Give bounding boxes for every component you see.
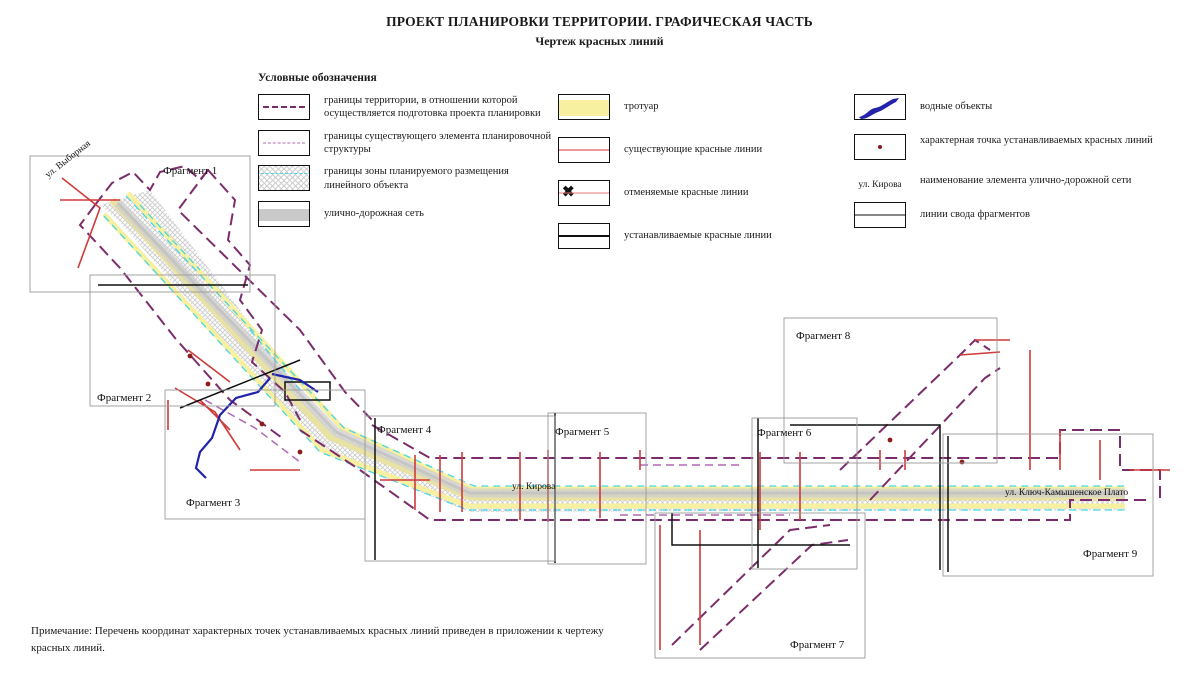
legend-heading: Условные обозначения: [258, 72, 377, 84]
fragment-box-7: [654, 512, 866, 659]
legend-item-cancelled-red-lines: ✖ отменяемые красные линии: [558, 180, 854, 206]
fragment-box-8: [783, 317, 998, 464]
fragment-box-6: [751, 417, 858, 570]
note-text: Примечание: Перечень координат характерн…: [31, 625, 604, 654]
legend-item-fragment-grid: линии свода фрагментов: [854, 202, 1184, 228]
existing-structure-boundary: [204, 399, 790, 516]
street-label-0: ул. Выборная: [43, 138, 93, 181]
legend-item-planning-boundary: границы территории, в отношении которой …: [258, 94, 558, 121]
legend-item-established-red-lines: устанавливаемые красные линии: [558, 223, 854, 249]
fragment-label-7: Фрагмент 7: [790, 639, 845, 651]
legend-item-water-objects: водные объекты: [854, 94, 1184, 120]
river-shape-icon: [859, 98, 899, 119]
fragment-box-2: [89, 274, 276, 407]
street-name-sample: ул. Кирова: [858, 180, 902, 190]
legend-label: улично-дорожная сеть: [324, 207, 424, 219]
fragment-box-5: [547, 412, 647, 565]
legend-column-1: границы территории, в отношении которой …: [258, 94, 558, 258]
existing-red-lines: [60, 177, 1170, 650]
legend-label: устанавливаемые красные линии: [624, 230, 772, 241]
legend-label: водные объекты: [920, 101, 993, 112]
fragment-box-4: [364, 415, 556, 562]
legend-item-existing-red-lines: существующие красные линии: [558, 137, 854, 163]
legend-item-characteristic-point: характерная точка устанавливаемых красны…: [854, 134, 1184, 160]
characteristic-point-swatch: [854, 134, 906, 160]
legend-label: характерная точка устанавливаемых красны…: [920, 135, 1153, 146]
legend-item-sidewalk: тротуар: [558, 94, 854, 120]
dashed-boundary-swatch: [258, 129, 310, 156]
road-network-swatch: [258, 200, 310, 227]
fragment-label-5: Фрагмент 5: [555, 426, 610, 438]
fragment-label-4: Фрагмент 4: [377, 424, 432, 436]
legend-label: отменяемые красные линии: [624, 187, 749, 198]
street-label-2: ул. Ключ-Камышенское Плато: [1005, 488, 1128, 498]
fragment-label-1: Фрагмент 1: [163, 165, 217, 177]
legend-column-2: тротуар существующие красные линии ✖ отм…: [558, 94, 854, 258]
street-label-1: ул. Кирова: [512, 482, 556, 492]
legend-label: границы зоны планируемого размещения лин…: [324, 166, 509, 191]
legend-item-road-network: улично-дорожная сеть: [258, 200, 558, 227]
established-red-line-swatch: [558, 223, 610, 249]
fragment-label-6: Фрагмент 6: [757, 427, 812, 439]
fragment-grid-swatch: [854, 202, 906, 228]
legend-label: существующие красные линии: [624, 144, 763, 155]
legend-column-3: водные объекты характерная точка устанав…: [854, 94, 1184, 258]
legend-item-linear-zone: границы зоны планируемого размещения лин…: [258, 165, 558, 192]
legend-label: наименование элемента улично-дорожной се…: [920, 175, 1132, 186]
cancelled-red-line-swatch: ✖: [558, 180, 610, 206]
hatched-zone-swatch: [258, 165, 310, 192]
legend-label: границы существующего элемента планирово…: [324, 130, 552, 155]
fragment-label-9: Фрагмент 9: [1083, 548, 1138, 560]
water-objects: [194, 372, 319, 479]
fragment-label-2: Фрагмент 2: [97, 392, 151, 404]
corridor-base: [100, 190, 1125, 512]
cross-mark-icon: ✖: [562, 184, 575, 201]
fragment-box-9: [942, 433, 1154, 577]
existing-red-line-swatch: [558, 137, 610, 163]
fragment-boxes: [29, 155, 1154, 659]
fragment-labels: Фрагмент 1 Фрагмент 2 Фрагмент 3 Фрагмент 4…: [97, 165, 1138, 651]
legend-label: границы территории, в отношении которой …: [324, 95, 541, 120]
dash-dot-boundary-swatch: [258, 94, 310, 120]
sidewalk-swatch: [558, 94, 610, 120]
legend-label: тротуар: [624, 101, 659, 112]
page-subtitle: Чертеж красных линий: [535, 34, 664, 48]
fragment-label-8: Фрагмент 8: [796, 330, 851, 342]
fragment-label-3: Фрагмент 3: [186, 497, 241, 509]
page-title: ПРОЕКТ ПЛАНИРОВКИ ТЕРРИТОРИИ. ГРАФИЧЕСКА…: [386, 14, 813, 29]
legend-item-existing-structure: границы существующего элемента планирово…: [258, 129, 558, 157]
legend: Условные обозначения границы территории,…: [258, 72, 1188, 258]
water-object-swatch: [854, 94, 906, 120]
title-block: ПРОЕКТ ПЛАНИРОВКИ ТЕРРИТОРИИ. ГРАФИЧЕСКА…: [0, 14, 1199, 49]
fragment-box-1: [29, 155, 251, 293]
legend-label: линии свода фрагментов: [920, 209, 1030, 220]
legend-item-street-name: ул. Кирова наименование элемента улично-…: [854, 174, 1184, 190]
